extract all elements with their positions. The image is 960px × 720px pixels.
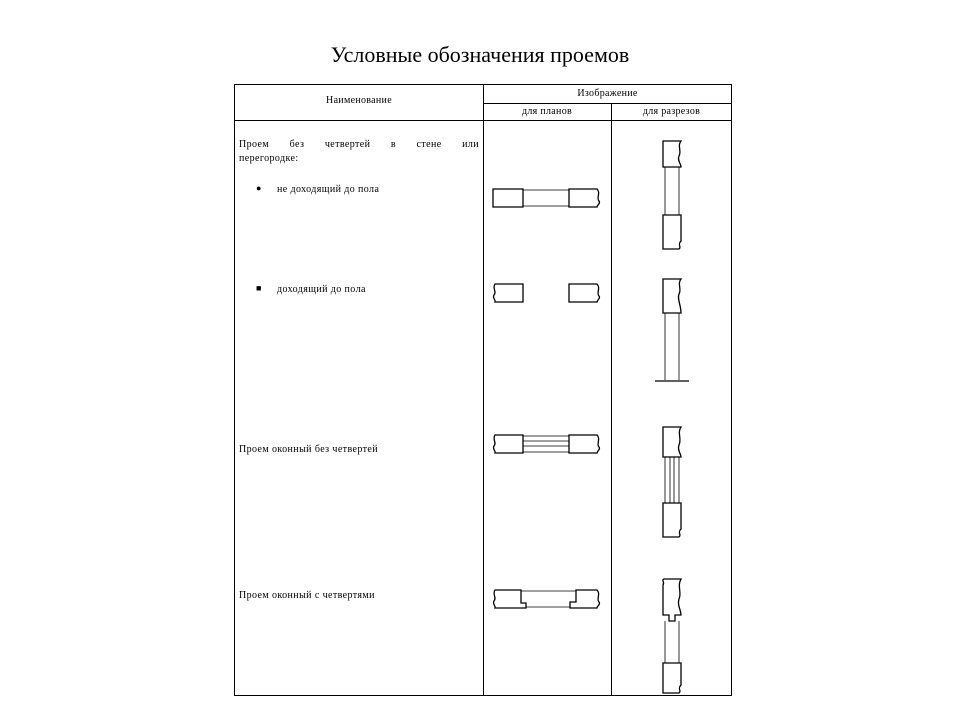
header-divider-sub <box>483 103 732 104</box>
opening-not-to-floor-section-icon <box>662 140 683 250</box>
window-no-rebates-plan-icon <box>492 434 601 454</box>
window-no-rebates-section-icon <box>662 426 683 538</box>
column-divider-image <box>611 103 612 696</box>
page-title: Условные обозначения проемов <box>330 42 630 67</box>
row-window-with-rebates-label: Проем оконный с четвертями <box>239 590 375 601</box>
bullet-dot: ● <box>256 183 262 193</box>
row-window-no-rebates-label: Проем оконный без четвертей <box>239 444 378 455</box>
legend-table: Наименование Изображение для планов для … <box>234 84 732 696</box>
row-opening-label-1: Проем без четвертей в стене или <box>239 139 479 150</box>
header-sections: для разрезов <box>642 106 701 117</box>
row-opening-label-2: перегородке: <box>239 153 299 164</box>
window-with-rebates-plan-icon <box>492 589 601 609</box>
window-with-rebates-section-icon <box>662 578 683 694</box>
opening-not-to-floor-plan-icon <box>492 188 601 208</box>
sub-item-not-to-floor: не доходящий до пола <box>277 184 380 195</box>
header-image: Изображение <box>577 88 638 99</box>
opening-to-floor-plan-icon <box>492 283 601 303</box>
opening-to-floor-section-icon <box>655 278 689 382</box>
header-plans: для планов <box>521 106 573 117</box>
bullet-square: ■ <box>256 283 262 293</box>
sub-item-to-floor: доходящий до пола <box>277 284 366 295</box>
header-divider-bottom <box>235 120 732 121</box>
header-name: Наименование <box>326 95 392 106</box>
column-divider-main <box>483 85 484 696</box>
